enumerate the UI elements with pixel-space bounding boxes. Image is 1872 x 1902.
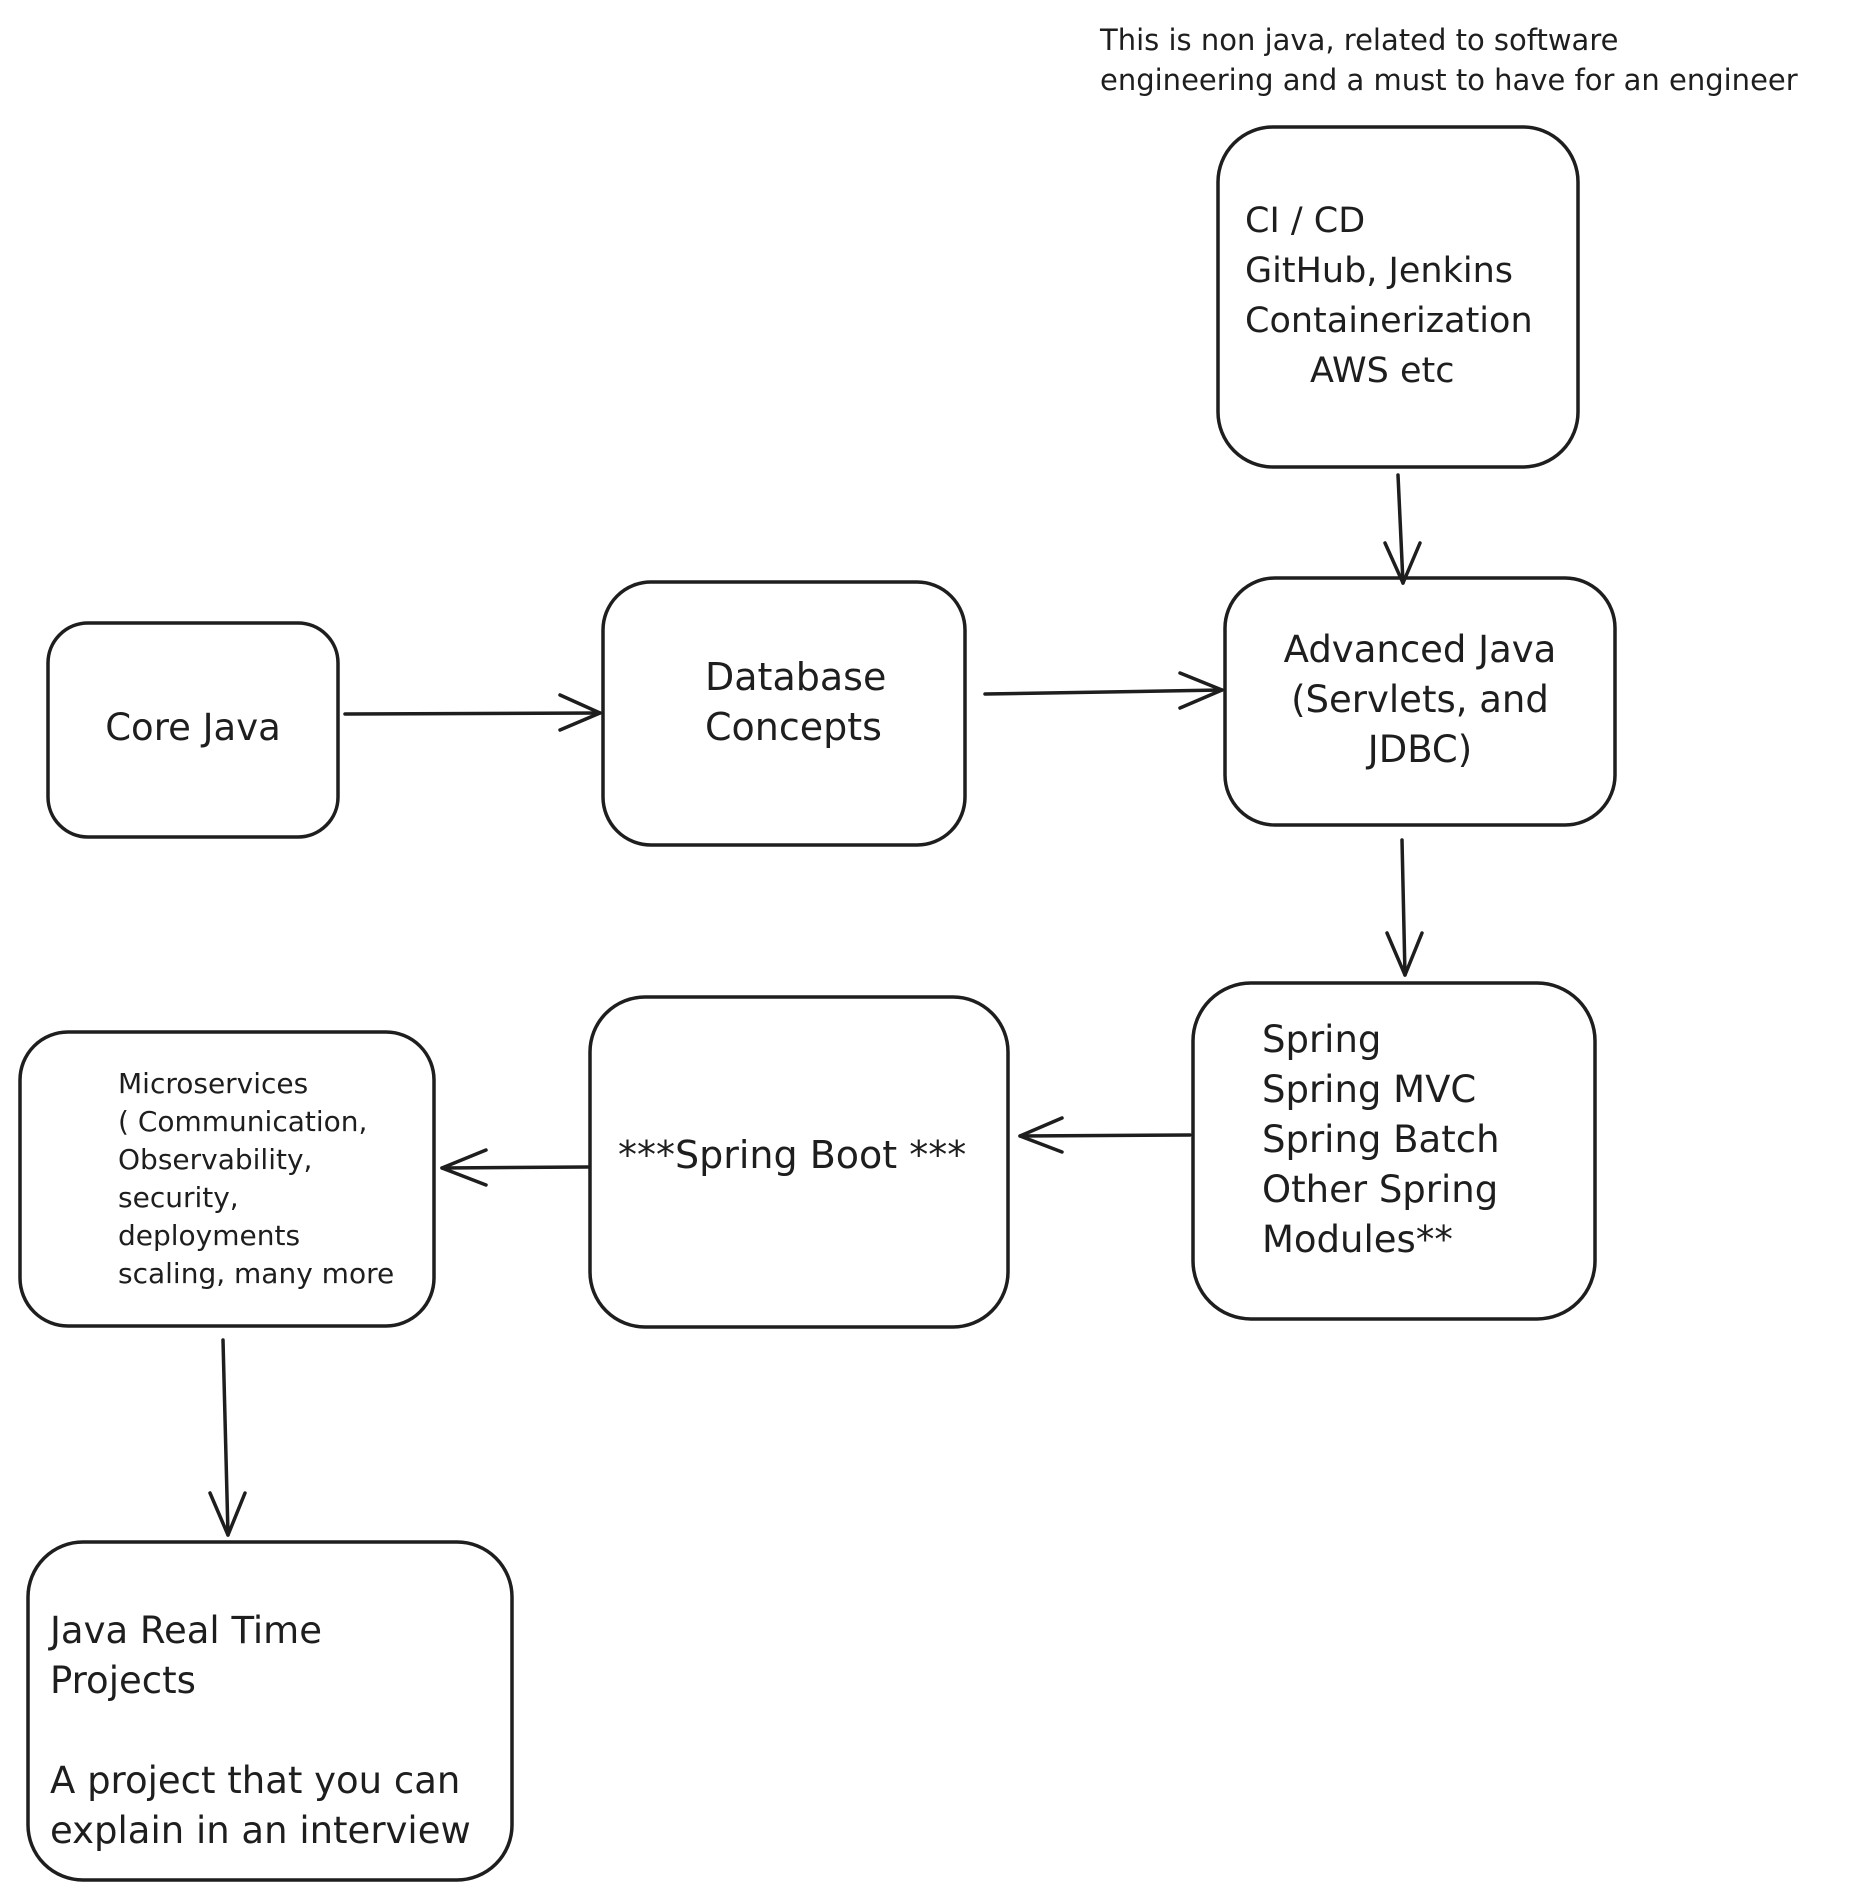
node-spring-box: [1191, 981, 1597, 1321]
node-real-time-projects-line-5: explain in an interview: [50, 1809, 471, 1852]
node-database-concepts[interactable]: Database Concepts: [601, 580, 967, 847]
node-advanced-java-box: [1223, 576, 1617, 827]
edge-ci-cd-to-advanced-java: [1383, 473, 1422, 585]
node-spring-line-4: Other Spring: [1262, 1168, 1498, 1211]
edge-database-concepts-to-advanced-java: [983, 671, 1224, 710]
node-advanced-java-line-2: (Servlets, and: [1291, 678, 1549, 721]
node-spring-boot-label: ***Spring Boot ***: [618, 1133, 966, 1177]
node-advanced-java-line-1: Advanced Java: [1284, 628, 1557, 671]
edge-microservices-to-real-time-projects: [208, 1338, 247, 1537]
node-microservices-line-3: Observability,: [118, 1143, 312, 1176]
node-microservices-box: [18, 1030, 436, 1328]
node-database-concepts-line-2: Concepts: [705, 705, 882, 749]
node-spring-boot[interactable]: ***Spring Boot ***: [588, 995, 1010, 1329]
node-spring-line-5: Modules**: [1262, 1218, 1453, 1261]
node-real-time-projects-line-4: A project that you can: [50, 1759, 460, 1802]
node-advanced-java-line-3: JDBC): [1366, 728, 1472, 771]
node-spring-line-1: Spring: [1262, 1018, 1381, 1061]
node-ci-cd-line-2: GitHub, Jenkins: [1245, 251, 1513, 291]
note: This is non java, related to software en…: [1099, 23, 1798, 97]
node-microservices-line-1: Microservices: [118, 1067, 308, 1100]
edge-spring-boot-to-microservices: [440, 1148, 590, 1187]
node-ci-cd-line-1: CI / CD: [1245, 201, 1365, 241]
node-database-concepts-line-1: Database: [705, 655, 886, 699]
node-microservices-line-6: scaling, many more: [118, 1257, 394, 1290]
node-real-time-projects-line-2: Projects: [50, 1659, 196, 1702]
node-spring-line-3: Spring Batch: [1262, 1118, 1500, 1161]
node-microservices-line-5: deployments: [118, 1219, 300, 1252]
node-core-java-label: Core Java: [105, 706, 281, 749]
node-core-java[interactable]: Core Java: [46, 621, 340, 839]
edge-core-java-to-database-concepts: [343, 693, 602, 732]
node-ci-cd-box: [1216, 125, 1580, 469]
node-microservices-line-4: security,: [118, 1181, 239, 1214]
node-ci-cd-line-3: Containerization: [1245, 301, 1533, 341]
node-advanced-java[interactable]: Advanced Java (Servlets, and JDBC): [1223, 576, 1617, 827]
node-real-time-projects-line-1: Java Real Time: [48, 1609, 322, 1652]
edge-spring-to-spring-boot: [1018, 1116, 1192, 1154]
node-microservices[interactable]: Microservices ( Communication, Observabi…: [18, 1030, 436, 1328]
edges: [208, 473, 1424, 1537]
node-core-java-box: [46, 621, 340, 839]
note-line-1: This is non java, related to software: [1099, 23, 1618, 57]
edge-advanced-java-to-spring: [1385, 838, 1424, 977]
node-spring[interactable]: Spring Spring MVC Spring Batch Other Spr…: [1191, 981, 1597, 1321]
node-database-concepts-box: [601, 580, 967, 847]
node-ci-cd-line-4: AWS etc: [1310, 351, 1454, 391]
node-spring-line-2: Spring MVC: [1262, 1068, 1476, 1111]
node-real-time-projects[interactable]: Java Real Time Projects A project that y…: [26, 1540, 514, 1882]
note-line-2: engineering and a must to have for an en…: [1100, 63, 1798, 97]
node-ci-cd[interactable]: CI / CD GitHub, Jenkins Containerization…: [1216, 125, 1580, 469]
node-microservices-line-2: ( Communication,: [118, 1105, 367, 1138]
node-real-time-projects-box: [26, 1540, 514, 1882]
node-spring-boot-box: [588, 995, 1010, 1329]
